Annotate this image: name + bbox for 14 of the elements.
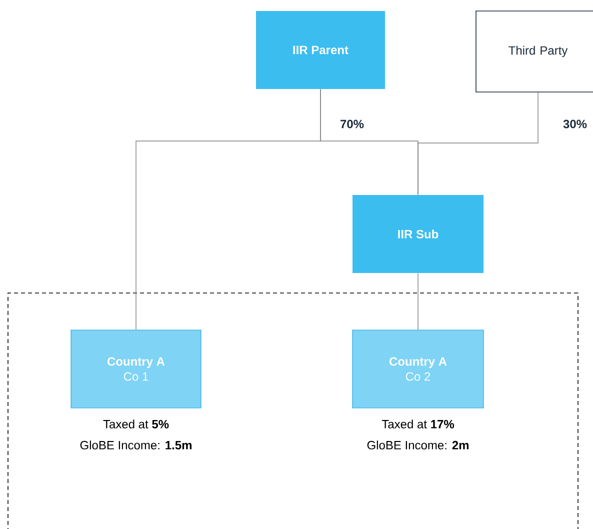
dashed-group-box [8, 292, 578, 529]
entity-box: Country A Co 1 [70, 330, 202, 408]
entity-box: Country A Co 2 [352, 330, 484, 408]
connector-line [136, 88, 321, 330]
ownership-percentage: 70% [339, 118, 366, 130]
connector-line [418, 92, 538, 196]
ownership-percentage: 30% [562, 118, 588, 130]
entity-note: GloBE Income: 1.5m [80, 440, 192, 450]
entity-box: IIR Sub [352, 195, 484, 273]
entity-note: Taxed at 5% [103, 420, 169, 428]
entity-box: Third Party [476, 10, 593, 92]
entity-note: GloBE Income: 2m [367, 440, 468, 450]
entity-box: IIR Parent [256, 11, 385, 89]
entity-note: Taxed at 17% [382, 420, 454, 428]
